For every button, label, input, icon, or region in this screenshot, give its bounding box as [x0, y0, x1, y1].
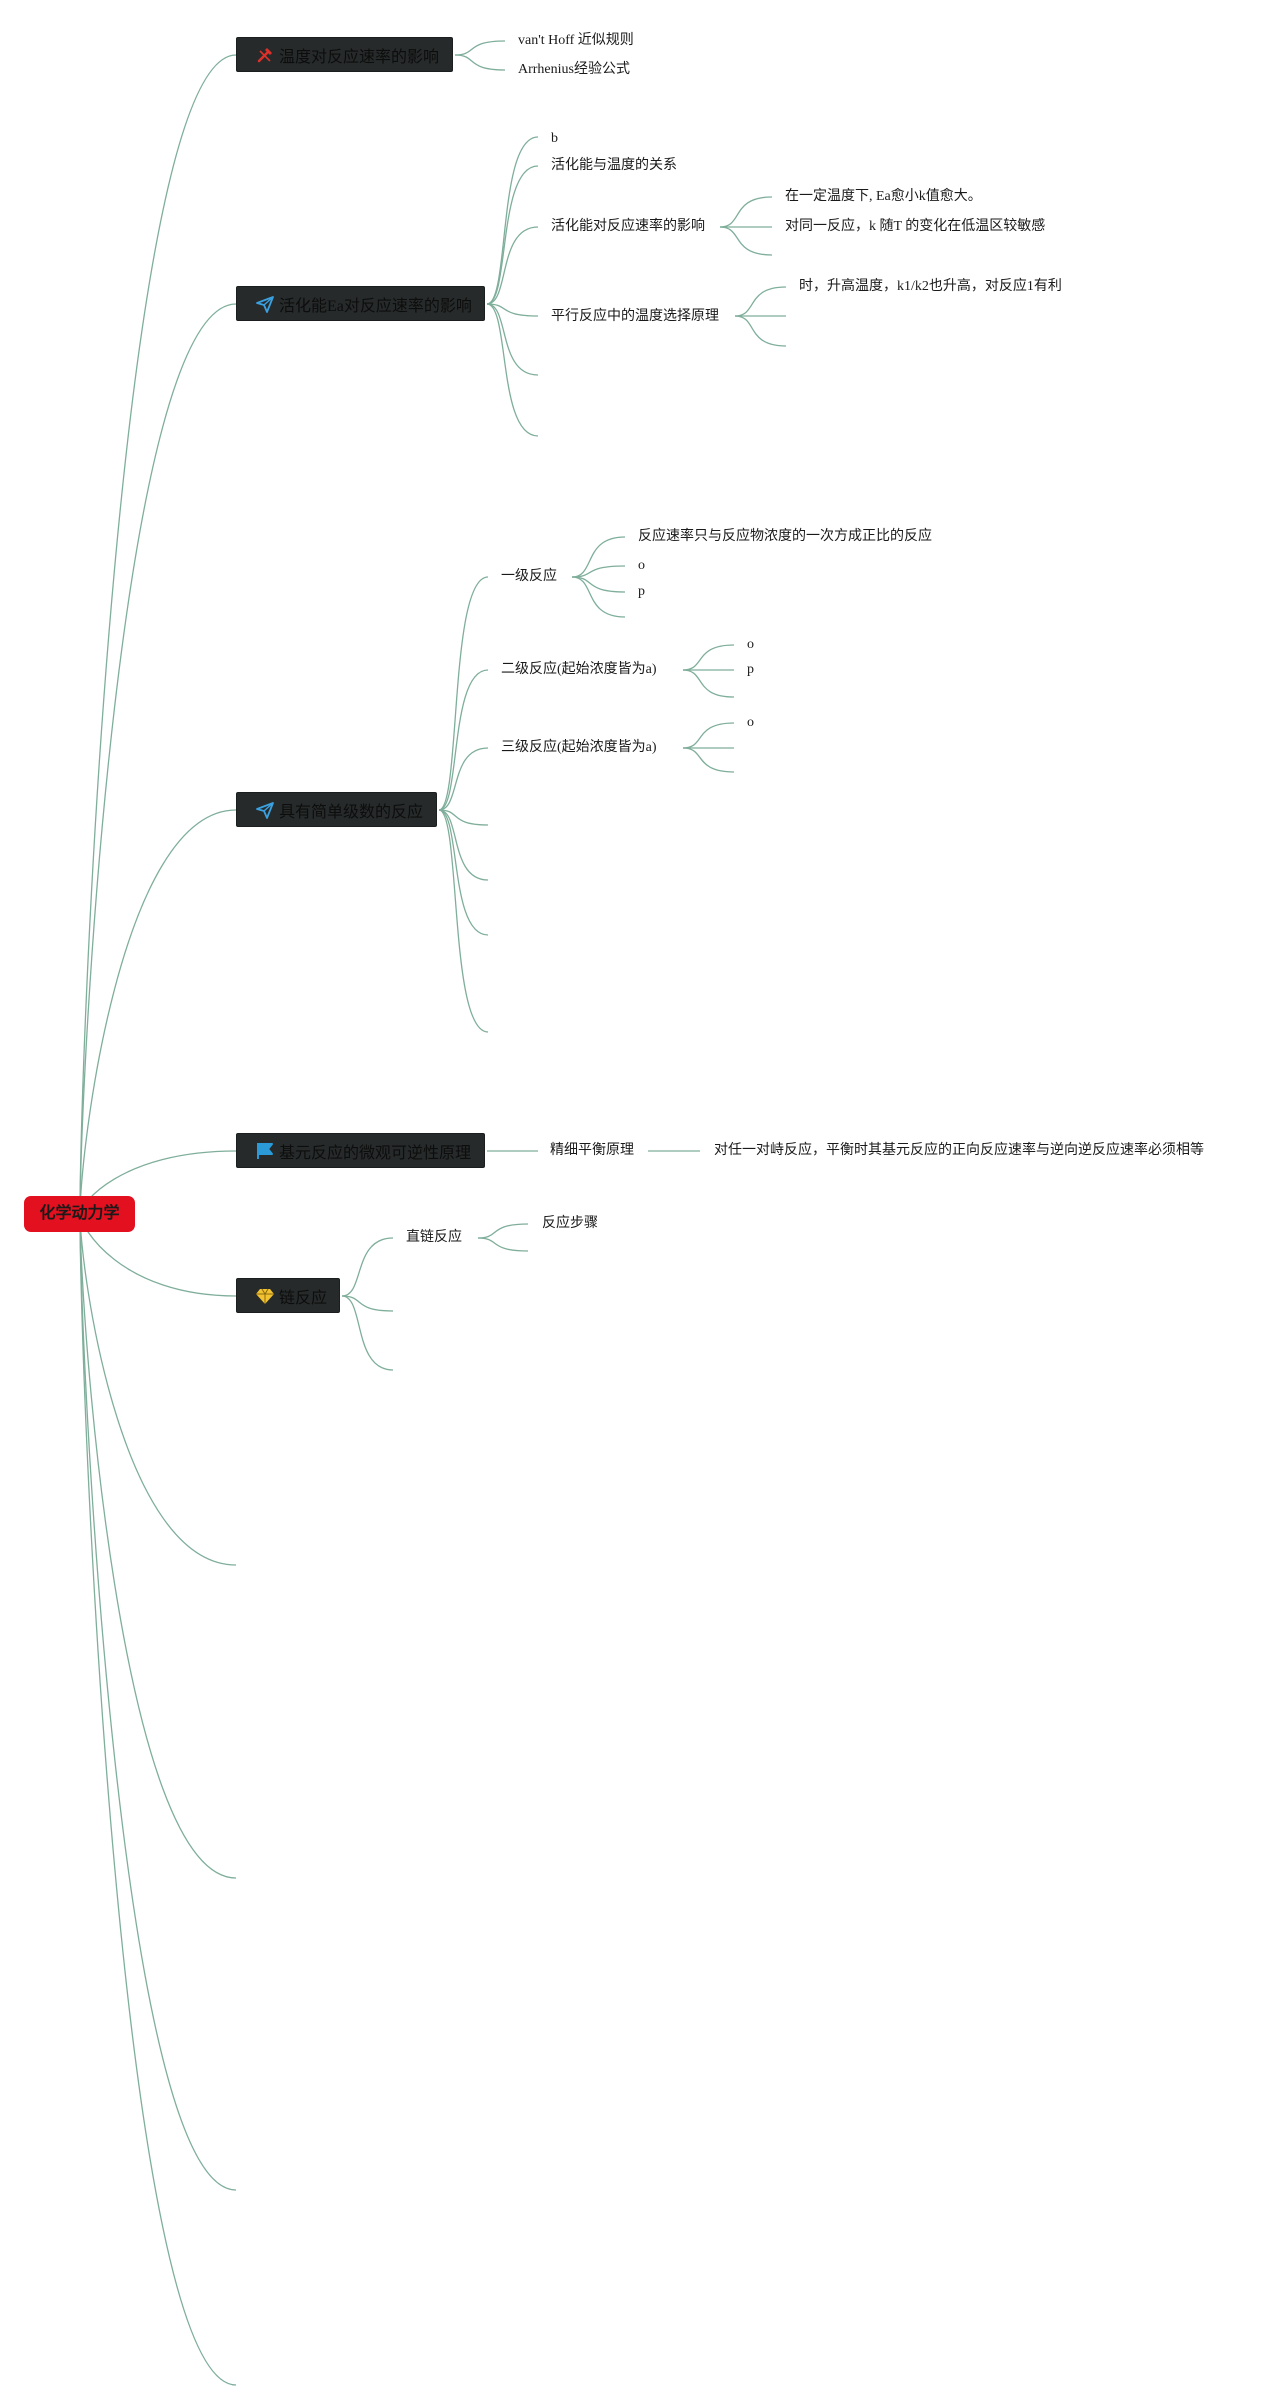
branch-line	[719, 226, 773, 256]
paper-plane-icon	[255, 294, 275, 314]
topic-chain-reaction[interactable]: 链反应	[236, 1278, 340, 1313]
branch-line	[571, 576, 626, 593]
branch-line	[486, 226, 539, 305]
root-branch-line	[79, 1213, 237, 1566]
root-branch-line	[79, 809, 237, 1215]
node-first-order-o[interactable]: o	[638, 558, 645, 573]
branch-line	[682, 722, 735, 749]
node-parallel-k-ratio[interactable]: 时，升高温度，k1/k2也升高，对反应1有利	[799, 279, 1062, 294]
topic-label: 链反应	[279, 1289, 328, 1307]
branch-line	[571, 576, 626, 618]
branch-line	[682, 747, 735, 773]
tools-icon	[255, 45, 275, 65]
paper-plane-icon	[255, 800, 275, 820]
node-arrhenius[interactable]: Arrhenius经验公式	[518, 62, 630, 77]
branch-line	[486, 136, 539, 305]
node-first-order[interactable]: 一级反应	[501, 569, 557, 584]
branch-line	[438, 669, 489, 811]
branch-line	[477, 1223, 529, 1239]
branch-line	[341, 1237, 394, 1297]
branch-line	[438, 747, 489, 811]
branch-line	[477, 1237, 529, 1252]
node-reaction-steps[interactable]: 反应步骤	[542, 1216, 598, 1231]
root-branch-line	[79, 1213, 237, 1879]
flag-icon	[255, 1141, 275, 1161]
node-vant-hoff[interactable]: van't Hoff 近似规则	[518, 33, 634, 48]
topic-simple-order[interactable]: 具有简单级数的反应	[236, 792, 437, 827]
node-straight-chain[interactable]: 直链反应	[406, 1230, 462, 1245]
branch-line	[486, 303, 539, 317]
node-third-order[interactable]: 三级反应(起始浓度皆为a)	[501, 740, 657, 755]
branch-line	[486, 303, 539, 376]
node-second-order-p[interactable]: p	[747, 662, 754, 677]
branch-line	[341, 1295, 394, 1371]
branch-line	[454, 54, 506, 71]
node-first-order-p[interactable]: p	[638, 584, 645, 599]
branch-line	[438, 809, 489, 1033]
branch-line	[438, 809, 489, 936]
node-second-order[interactable]: 二级反应(起始浓度皆为a)	[501, 662, 657, 677]
node-first-order-definition[interactable]: 反应速率只与反应物浓度的一次方成正比的反应	[638, 529, 932, 544]
root-branch-line	[79, 54, 237, 1215]
topic-label: 活化能Ea对反应速率的影响	[279, 297, 472, 315]
node-low-temp-sensitive[interactable]: 对同一反应，k 随T 的变化在低温区较敏感	[785, 219, 1046, 234]
node-parallel-selection[interactable]: 平行反应中的温度选择原理	[551, 309, 719, 324]
branch-line	[438, 809, 489, 881]
branch-line	[438, 576, 489, 811]
node-second-order-o[interactable]: o	[747, 637, 754, 652]
branch-line	[734, 315, 787, 347]
topic-activation-energy[interactable]: 活化能Ea对反应速率的影响	[236, 286, 485, 321]
node-detailed-balance-statement[interactable]: 对任一对峙反应，平衡时其基元反应的正向反应速率与逆向逆反应速率必须相等	[714, 1143, 1204, 1158]
topic-microscopic-reversibility[interactable]: 基元反应的微观可逆性原理	[236, 1133, 485, 1168]
root-branch-line	[79, 1213, 237, 2191]
branch-line	[438, 809, 489, 826]
branch-line	[571, 565, 626, 578]
root-branch-line	[79, 1213, 237, 2386]
node-ea-small-k-large[interactable]: 在一定温度下, Ea愈小k值愈大。	[785, 189, 982, 204]
branch-line	[734, 286, 787, 317]
node-third-order-o[interactable]: o	[747, 715, 754, 730]
root-branch-line	[79, 303, 237, 1215]
gem-icon	[255, 1286, 275, 1306]
topic-label: 温度对反应速率的影响	[279, 48, 440, 66]
branch-line	[682, 669, 735, 698]
branch-line	[571, 536, 626, 578]
branch-line	[454, 40, 506, 56]
node-ea-rate-effect[interactable]: 活化能对反应速率的影响	[551, 219, 705, 234]
branch-line	[682, 644, 735, 671]
topic-label: 基元反应的微观可逆性原理	[279, 1144, 472, 1162]
node-ea-temperature[interactable]: 活化能与温度的关系	[551, 158, 677, 173]
node-detailed-balance[interactable]: 精细平衡原理	[550, 1143, 634, 1158]
branch-line	[719, 196, 773, 228]
root-node[interactable]: 化学动力学	[24, 1196, 135, 1232]
branch-line	[341, 1295, 394, 1312]
topic-label: 具有简单级数的反应	[279, 803, 424, 821]
branch-line	[486, 303, 539, 437]
node-b[interactable]: b	[551, 131, 558, 146]
topic-temperature-effect[interactable]: 温度对反应速率的影响	[236, 37, 453, 72]
branch-line	[486, 165, 539, 305]
